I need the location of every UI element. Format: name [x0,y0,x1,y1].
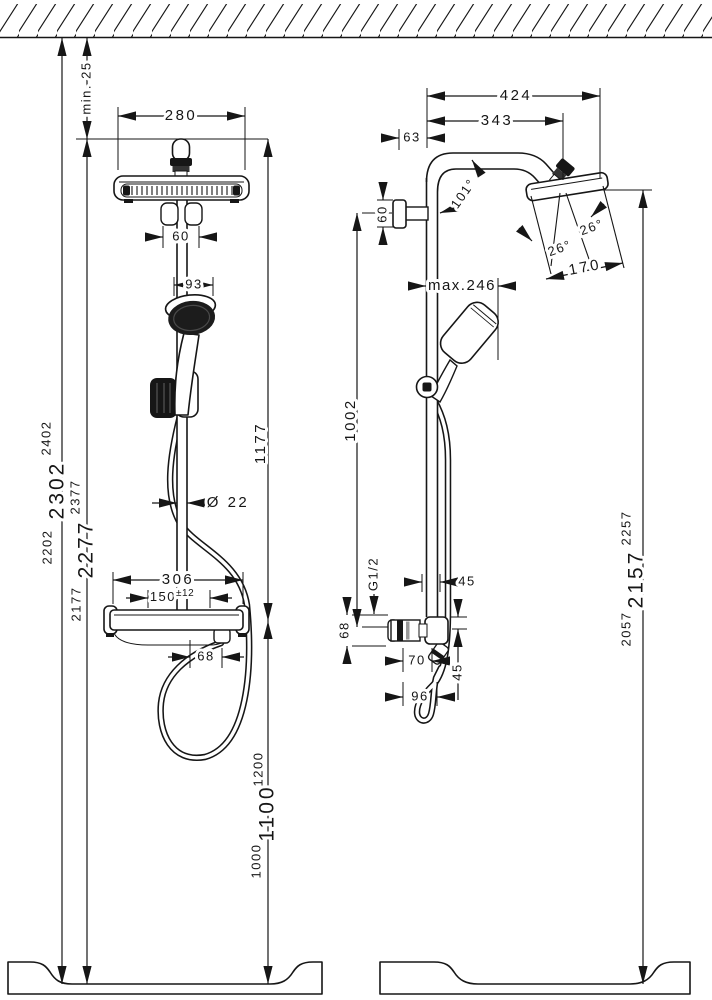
dim-bracket-height [377,182,393,245]
dim-label-head-width: 280 [165,107,198,124]
overhead-shower-front [113,175,250,203]
thermostat-front [103,605,250,646]
dim-label-head-depth: 170 [567,256,602,279]
dim-label-height-2377: 2377 [67,480,82,515]
dim-label-pipe-diameter: Ø 22 [207,494,250,511]
dim-head-depth [545,262,624,280]
ceiling-hatching [0,4,712,39]
dim-height-right [600,189,652,984]
dim-label-reach-arm: 343 [481,112,514,129]
dim-label-valve-depth: 68 [336,621,351,638]
dim-label-outlet-offset: 68 [197,648,214,663]
spray-angle-arrow-right [590,201,607,218]
dim-inlet-spacing [126,590,232,608]
pipe-top-connector-front [170,138,192,179]
dim-label-handshower-width: 93 [185,276,202,291]
dim-label-arm-angle: 101° [448,176,479,212]
dim-label-wall-offset: 63 [403,129,420,144]
shower-hose-front [157,412,253,761]
dim-handshower-width [173,277,214,296]
dim-hose-side-offset [450,599,467,700]
dim-label-knob-depth: 70 [408,652,425,667]
dim-label-height-2302: 2302 [46,461,69,520]
dim-label-min-clearance: min. 25 [78,61,93,114]
dim-knob-depth [385,648,450,672]
dim-label-hose-top-offset: 45 [458,573,475,588]
dim-valve-depth [342,597,388,664]
dim-label-inlet-spacing: 150±12 [150,588,194,605]
thermostat-side [387,616,449,665]
arm-angle-arrow-top [471,159,486,178]
dim-label-hose-depth: 96 [411,688,428,703]
dim-label-height-2157: 2157 [625,550,648,609]
dim-wall-offset [381,129,445,150]
dim-label-height-2277: 2277 [75,520,98,579]
spray-angle-arrow-left [516,225,533,242]
dim-label-valve-height-low: 1000 [248,844,263,879]
dim-hose-depth [385,682,455,706]
dim-label-bracket-width: 60 [172,228,189,243]
dim-label-height-2177: 2177 [68,587,83,622]
dim-label-reach-total: 424 [500,87,533,104]
dim-label-height-2257: 2257 [618,511,633,546]
dim-label-valve-height-main: 1100 [256,784,279,841]
dim-label-max-reach: max.246 [428,277,496,294]
dim-label-height-2402: 2402 [38,421,53,456]
arm-angle-leader [439,202,459,214]
overhead-shower-side [525,171,609,202]
shower-tray-right [379,961,691,995]
hand-shower-front [164,294,217,416]
dim-label-spray-angle-inner: 26° [546,237,574,259]
shower-arm-side [425,152,562,196]
dim-label-thread: G1/2 [365,557,380,591]
dim-label-bar-length: 1002 [342,398,359,441]
hand-shower-side [430,301,499,403]
slider-holder-side [415,375,439,399]
dim-bar-length [352,212,392,628]
dim-bracket-width [145,226,217,248]
shower-tray-left [7,961,323,995]
dim-valve-width [112,572,244,604]
dim-label-hose-side-offset: 45 [449,663,464,680]
dim-label-bracket-height: 60 [374,205,389,222]
spray-cone-lines [530,185,625,275]
dim-label-height-2057: 2057 [618,612,633,647]
dim-label-height-2202: 2202 [39,530,54,565]
dim-hose-top-offset [404,574,458,592]
dim-label-pipe-to-valve: 1177 [252,422,269,464]
shower-hose-side [413,396,452,724]
head-bracket-front [160,202,203,226]
dim-label-valve-width: 306 [162,571,195,588]
dim-label-spray-angle-outer: 26° [578,216,606,238]
dim-reach-arm [427,113,564,180]
dim-head-width [117,107,246,170]
wall-bracket-side [392,199,429,229]
dim-outlet-offset [168,640,244,668]
dim-max-reach [408,278,516,360]
dim-label-valve-height-high: 1200 [250,752,265,787]
